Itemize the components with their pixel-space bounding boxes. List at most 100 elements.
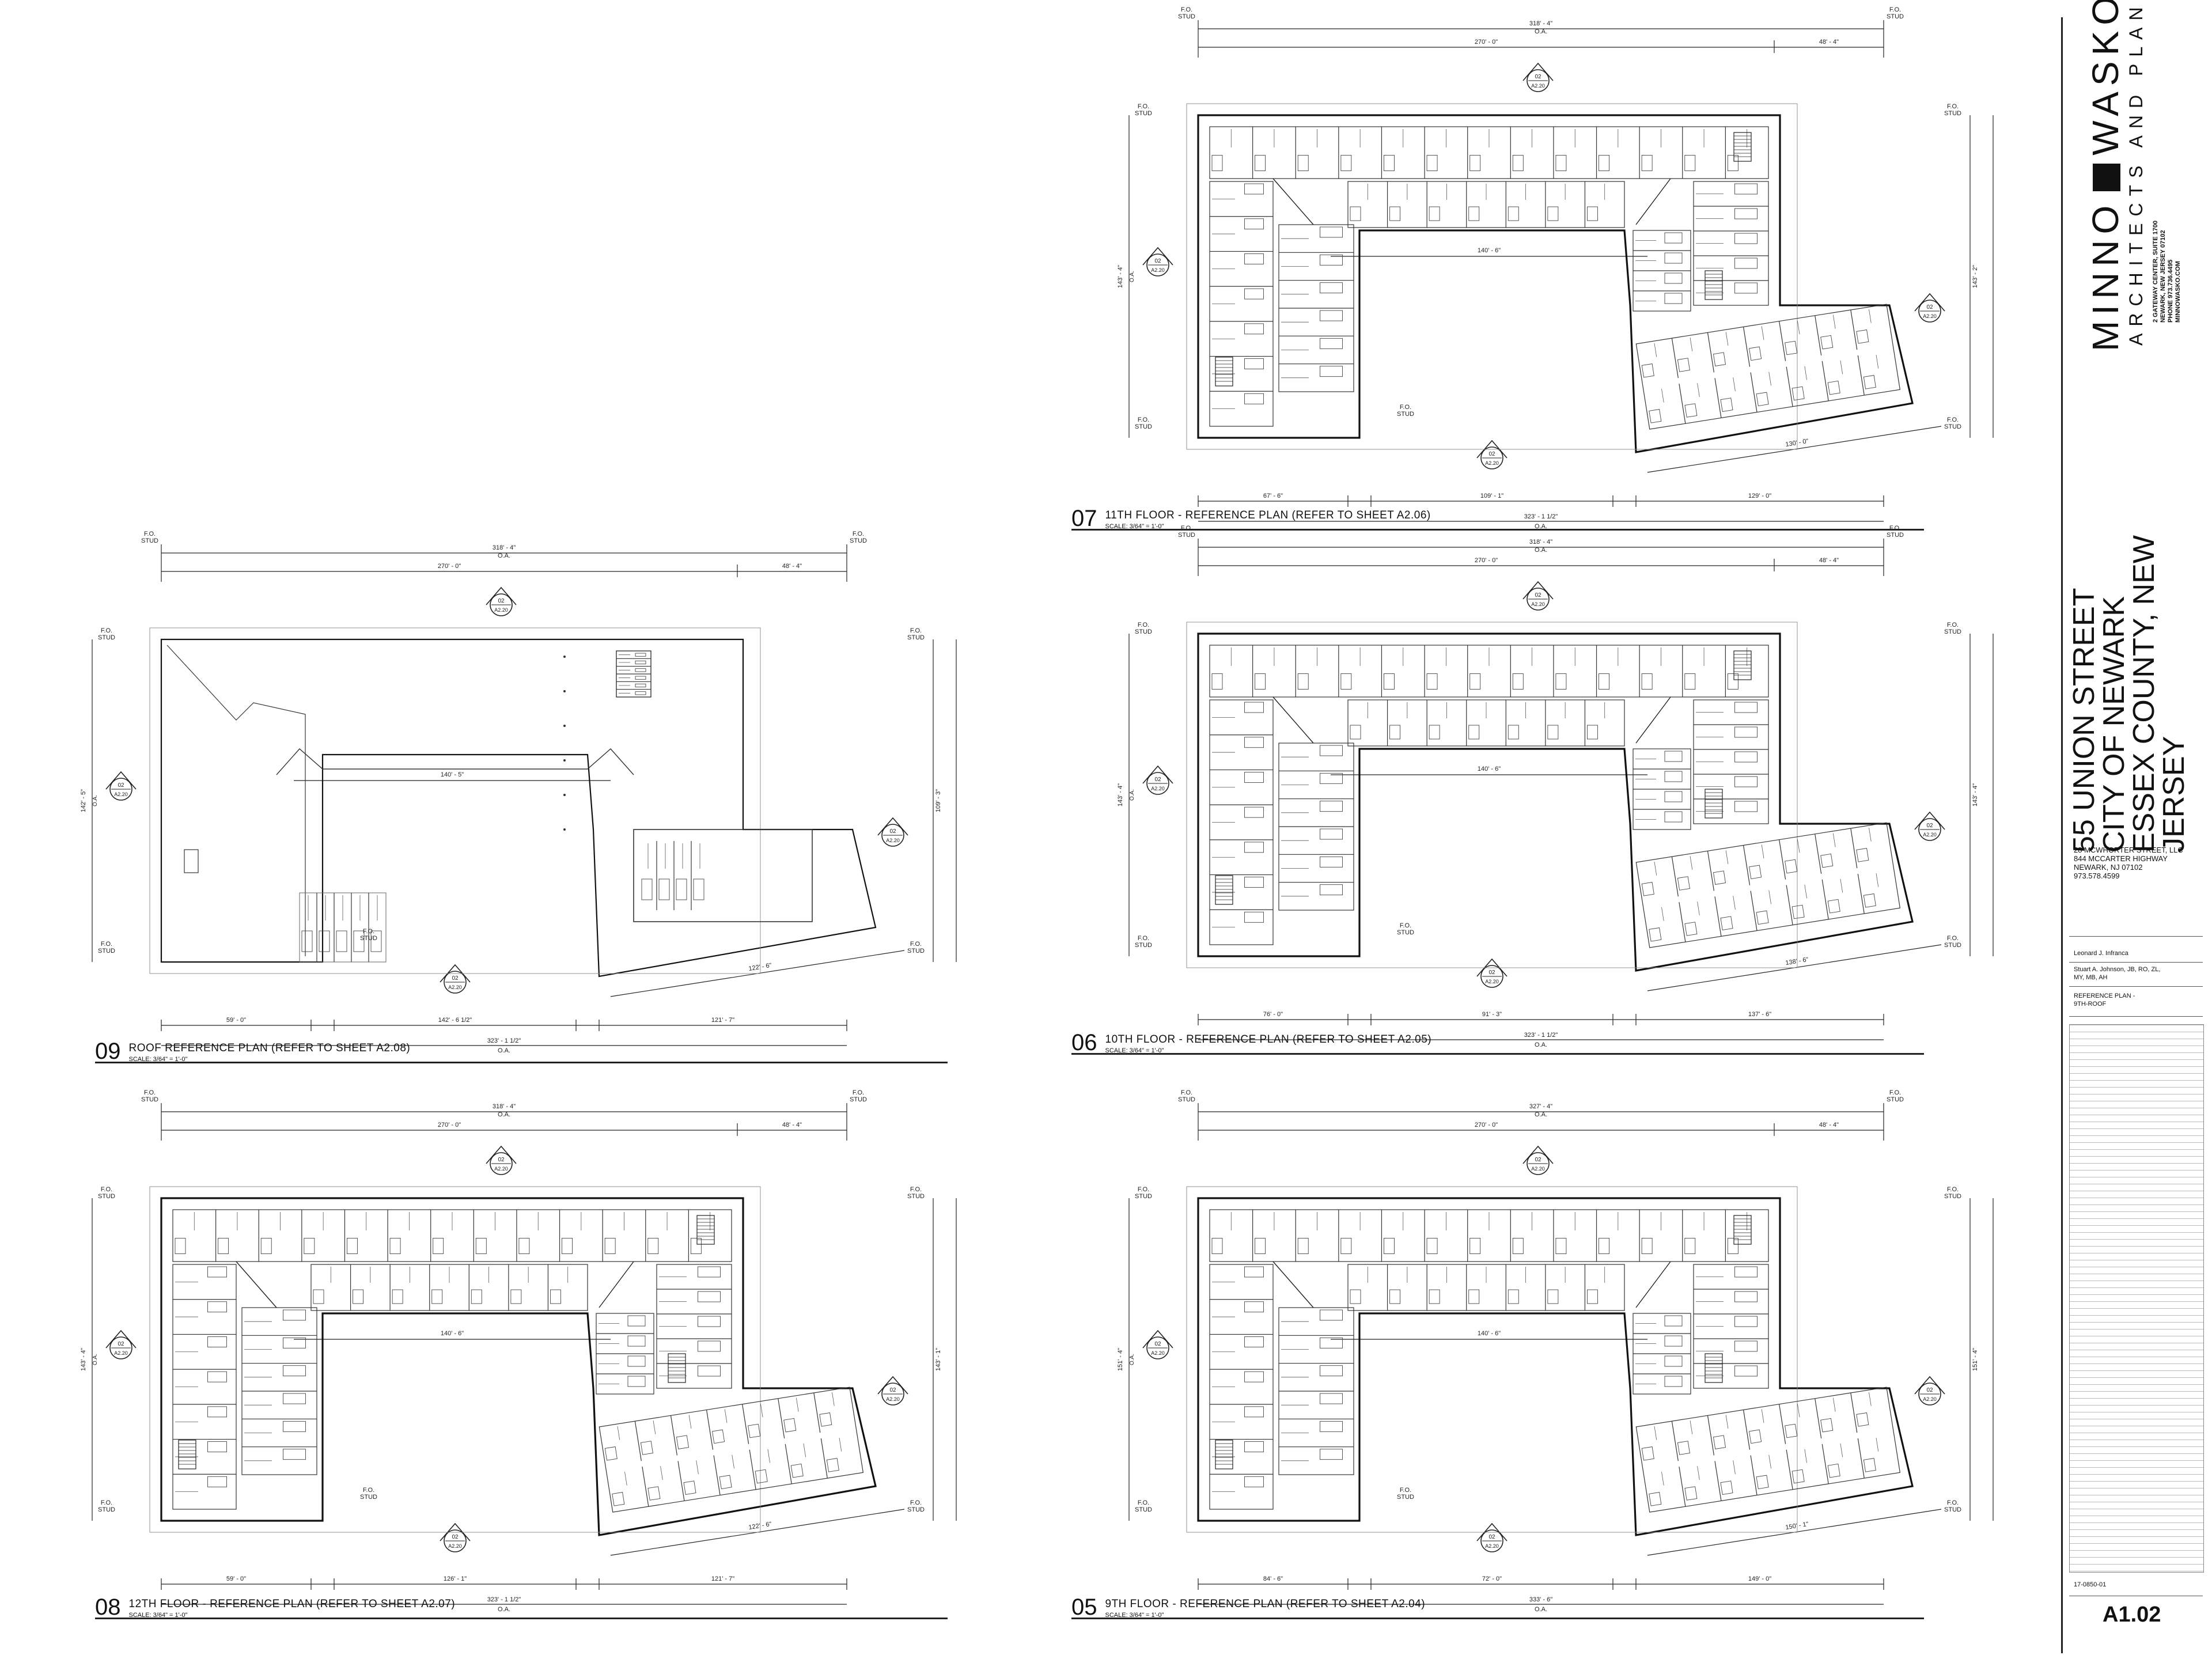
fixture <box>1664 1376 1683 1387</box>
dimension-label: 270' - 0" <box>1475 39 1498 46</box>
roof-drain <box>563 725 566 727</box>
dimension-label: 142' - 6 1/2" <box>438 1017 472 1024</box>
oa-label: O.A. <box>1535 523 1547 530</box>
fixture <box>1389 725 1401 740</box>
section-sheet: A2.20 <box>1151 267 1165 273</box>
fixture <box>1389 1289 1401 1304</box>
fixture <box>1734 1365 1758 1377</box>
section-number: 02 <box>1926 823 1933 829</box>
drawing-line <box>653 1421 656 1434</box>
stud-label: STUD <box>1397 411 1414 418</box>
fixture <box>370 930 382 952</box>
fo-label: F.O. <box>1138 103 1149 110</box>
title-underline <box>1071 1618 1924 1619</box>
units-top-row <box>1209 1209 1769 1262</box>
dimension-label: 270' - 0" <box>438 1122 461 1128</box>
fixture <box>562 1238 573 1254</box>
fixture <box>1734 1316 1758 1327</box>
fixture <box>1320 828 1343 840</box>
fixture <box>475 1238 487 1254</box>
project-number-text: 17-0850-01 <box>2074 1581 2107 1588</box>
section-arrow-icon <box>486 586 517 605</box>
drawing-line <box>1707 332 1715 373</box>
fixture <box>1586 206 1598 221</box>
drawing-line <box>599 1261 634 1308</box>
fixture <box>1320 310 1343 321</box>
section-arrow-icon <box>105 1330 137 1349</box>
drawing-line <box>696 1460 699 1475</box>
building-outline <box>1197 1197 1914 1536</box>
fixture <box>1244 1441 1264 1453</box>
fixture <box>1244 1406 1264 1418</box>
roof-drain <box>563 656 566 658</box>
fo-label: F.O. <box>1138 935 1149 942</box>
fixture <box>1820 1418 1834 1433</box>
drawing-line <box>1733 377 1736 392</box>
drawing-line <box>1761 1409 1764 1423</box>
fixture <box>207 1441 227 1453</box>
plan-title-06: 06 10TH FLOOR - REFERENCE PLAN (REFER TO… <box>1071 1031 1431 1054</box>
fixture <box>1244 737 1264 748</box>
section-arrow-icon <box>486 1145 517 1164</box>
fixture <box>1734 1340 1758 1352</box>
fixture <box>1649 409 1662 423</box>
fixture <box>1384 155 1395 171</box>
fixture <box>1244 842 1264 853</box>
fo-label: F.O. <box>1138 1186 1149 1193</box>
project-line: CITY OF NEWARK <box>2097 596 2131 853</box>
dimension-label: 323' - 1 1/2" <box>487 1037 521 1044</box>
fixture <box>1827 1463 1840 1478</box>
roof-drain <box>563 828 566 831</box>
fixture <box>1599 155 1609 171</box>
dimension-label: 143' - 4" <box>1117 783 1124 806</box>
drawing-line <box>1768 372 1771 386</box>
fixture <box>518 1238 530 1254</box>
section-sheet: A2.20 <box>1485 460 1499 466</box>
stair-box <box>1215 875 1233 905</box>
fixture <box>1244 218 1264 230</box>
oa-label: O.A. <box>1535 1111 1547 1118</box>
fixture <box>826 1458 839 1472</box>
drawing-line <box>1679 1467 1686 1507</box>
dimension-label: 48' - 4" <box>782 563 802 570</box>
drawing-line <box>1690 1421 1693 1434</box>
stud-label: STUD <box>1178 532 1195 539</box>
fixture <box>1641 1446 1654 1461</box>
title-underline <box>95 1062 948 1063</box>
fo-label: F.O. <box>1138 622 1149 628</box>
firm-logo: MINNO WASKO <box>2084 0 2127 351</box>
stud-label: STUD <box>1135 110 1152 117</box>
dimension-label: 151' - 4" <box>1117 1348 1124 1371</box>
fixture <box>283 1393 306 1404</box>
drawing-line <box>1869 827 1872 842</box>
fixture <box>1734 183 1758 195</box>
section-arrow-icon <box>877 1376 908 1395</box>
fixture <box>1426 1238 1438 1254</box>
project-name: 55 UNION STREET CITY OF NEWARK ESSEX COU… <box>2067 535 2191 853</box>
drawing-line <box>1876 873 1879 887</box>
roof-drain <box>563 794 566 796</box>
drawing-line <box>1804 1449 1807 1463</box>
fo-label: F.O. <box>1400 1487 1411 1494</box>
drawing-line <box>724 1409 728 1423</box>
stud-label: STUD <box>907 1193 925 1200</box>
fixture <box>1255 1238 1266 1254</box>
stud-label: STUD <box>850 537 867 544</box>
fixture <box>1827 380 1840 395</box>
stair-box <box>1733 650 1752 680</box>
fixture <box>1684 1238 1696 1254</box>
plan-title-07: 07 11TH FLOOR - REFERENCE PLAN (REFER TO… <box>1071 507 1431 530</box>
fixture <box>627 1335 646 1347</box>
drawing-line <box>1815 315 1822 356</box>
fixture <box>1555 155 1567 171</box>
sheet-title-line: REFERENCE PLAN - <box>2074 993 2135 999</box>
client-info: 28 MCWHORTER STREET, LLC 844 MCCARTER HI… <box>2074 846 2183 880</box>
fixture <box>1863 893 1876 908</box>
drawing-line <box>1786 885 1793 925</box>
section-sheet: A2.20 <box>1923 1396 1937 1402</box>
units-angled-wing <box>1635 1387 1901 1513</box>
